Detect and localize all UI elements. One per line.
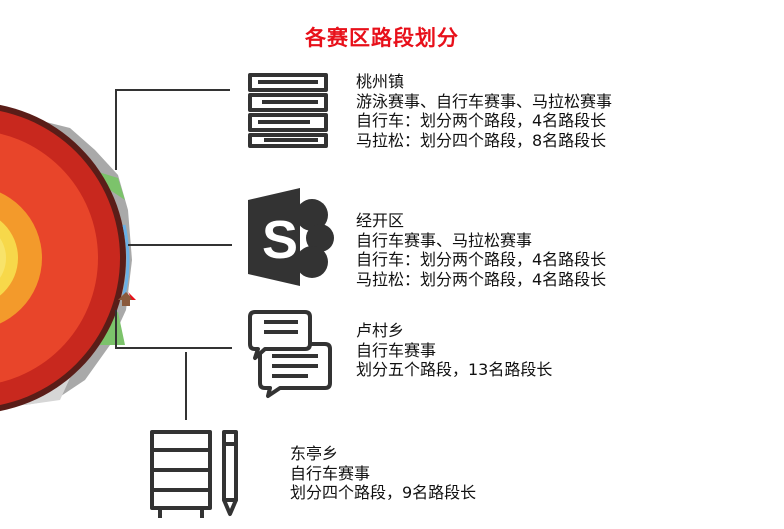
region-name: 东亭乡 xyxy=(290,444,339,463)
region-name: 经开区 xyxy=(356,211,405,230)
region-name: 桃州镇 xyxy=(356,72,405,91)
sharepoint-icon: S xyxy=(248,188,334,286)
book-stack-icon xyxy=(248,73,328,148)
svg-text:S: S xyxy=(262,210,298,270)
region-detail-1: 划分四个路段，9名路段长 xyxy=(290,483,477,502)
diagram-title: 各赛区路段划分 xyxy=(305,26,459,50)
region-detail-1: 自行车：划分两个路段，4名路段长 xyxy=(356,250,607,269)
region-detail-2: 马拉松：划分四个路段，8名路段长 xyxy=(356,130,607,150)
region-lucun: 卢村乡 自行车赛事 划分五个路段，13名路段长 xyxy=(356,321,552,380)
region-events: 自行车赛事 xyxy=(356,340,437,360)
planet-inner-core xyxy=(0,220,18,296)
region-name: 卢村乡 xyxy=(356,321,405,340)
region-jingkai: 经开区 自行车赛事、马拉松赛事 自行车：划分两个路段，4名路段长 马拉松：划分两… xyxy=(356,211,606,289)
connectors xyxy=(115,89,232,420)
planet-outer-core xyxy=(0,133,98,383)
connector-lucun xyxy=(115,310,232,349)
house-icon xyxy=(118,292,134,306)
region-taozhou: 桃州镇 游泳赛事、自行车赛事、马拉松赛事 自行车：划分两个路段，4名路段长 马拉… xyxy=(356,72,612,150)
region-dongting: 东亭乡 自行车赛事 划分四个路段，9名路段长 xyxy=(290,444,476,503)
planet-illustration xyxy=(0,104,136,412)
region-events: 游泳赛事、自行车赛事、马拉松赛事 xyxy=(356,91,613,111)
connector-taozhou xyxy=(115,89,230,170)
region-detail-1: 自行车：划分两个路段，4名路段长 xyxy=(356,111,607,130)
chat-bubbles-icon xyxy=(248,310,332,398)
region-events: 自行车赛事 xyxy=(290,463,371,483)
planet-center xyxy=(0,238,6,278)
region-events: 自行车赛事、马拉松赛事 xyxy=(356,230,533,250)
roof-accent xyxy=(128,292,136,300)
region-detail-2: 马拉松：划分两个路段，4名路段长 xyxy=(356,269,607,289)
region-detail-1: 划分五个路段，13名路段长 xyxy=(356,360,553,379)
planet-water-edge xyxy=(122,224,130,296)
notebook-pencil-icon xyxy=(150,430,238,518)
planet-mid-core xyxy=(0,192,42,324)
